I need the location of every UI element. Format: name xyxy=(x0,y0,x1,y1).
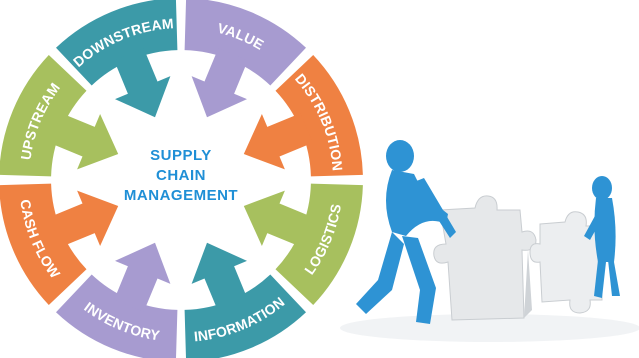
inward-arrow-upstream xyxy=(49,113,119,170)
pulling-figure-right xyxy=(584,176,620,298)
center-title-line-3: MANAGEMENT xyxy=(124,187,238,204)
puzzle-people-illustration xyxy=(340,140,639,342)
supply-chain-ring: VALUEDISTRIBUTIONLOGISTICSINFORMATIONINV… xyxy=(0,0,363,358)
ring-segment-upstream xyxy=(0,55,87,177)
inward-arrow-logistics xyxy=(243,190,313,247)
ring-segment-value xyxy=(184,0,306,86)
center-title-line-1: SUPPLY xyxy=(150,147,212,164)
puzzle-piece-left xyxy=(433,195,537,321)
inward-arrow-distribution xyxy=(243,113,313,170)
inward-arrow-cash-flow xyxy=(49,190,119,247)
ring-segment-inventory xyxy=(56,274,178,358)
ring-segment-cash-flow xyxy=(0,183,87,305)
inward-arrow-value xyxy=(191,48,248,118)
inward-arrow-downstream xyxy=(114,48,171,118)
ring-segment-distribution xyxy=(275,55,363,177)
ring-segment-information xyxy=(184,274,306,358)
inward-arrow-information xyxy=(191,242,248,312)
pushing-figure-left xyxy=(356,140,456,324)
floor-shadow xyxy=(340,314,639,342)
ring-segment-downstream xyxy=(56,0,178,86)
center-title-line-2: CHAIN xyxy=(156,167,206,184)
puzzle-piece-right xyxy=(529,211,603,314)
inward-arrow-inventory xyxy=(114,242,171,312)
ring-segment-logistics xyxy=(275,183,363,305)
